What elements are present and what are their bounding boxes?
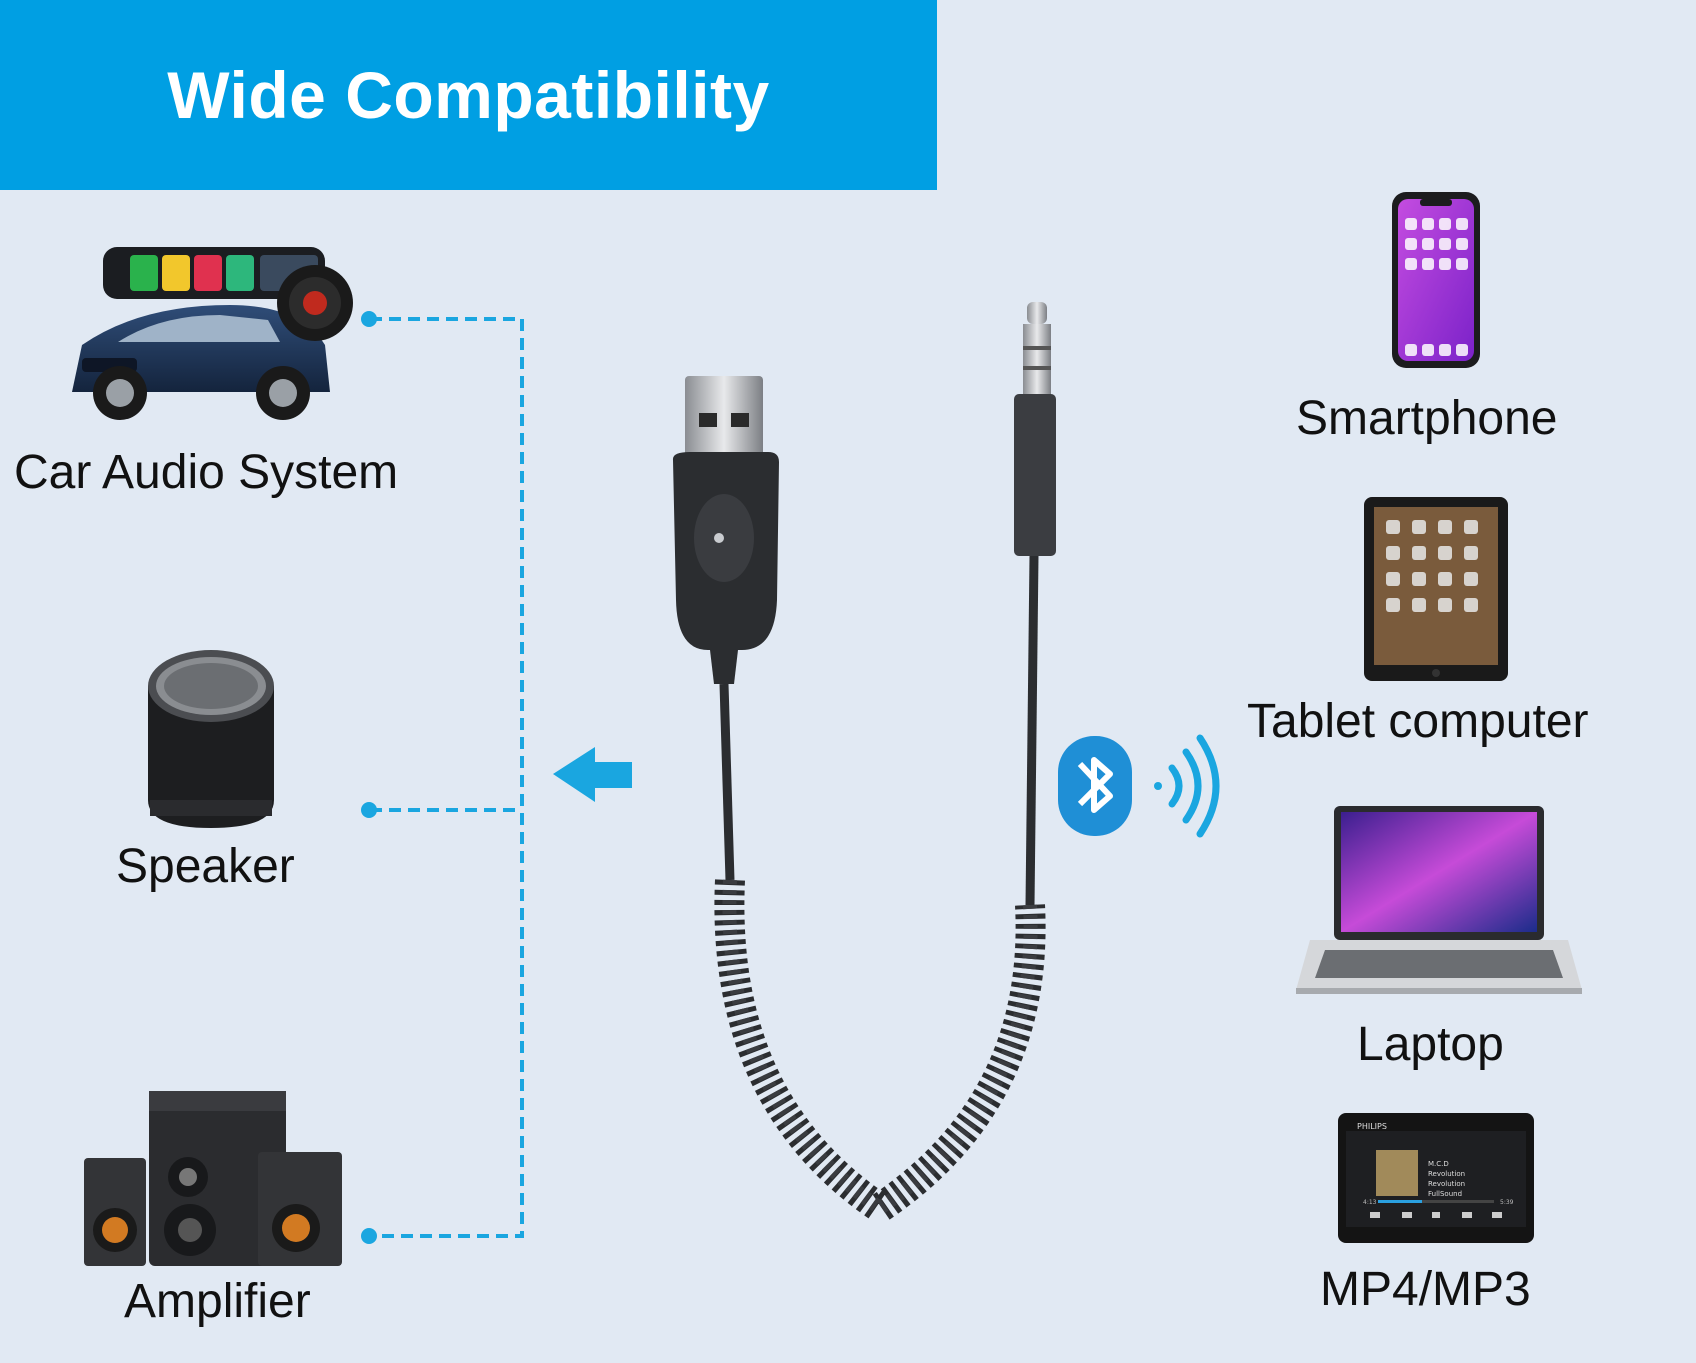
label-speaker: Speaker: [116, 840, 295, 893]
connector-dot-amplifier: [361, 1228, 377, 1244]
laptop-icon: [1296, 806, 1582, 994]
connector-dot-car: [361, 311, 377, 327]
label-laptop: Laptop: [1357, 1018, 1504, 1071]
speaker-icon: [148, 650, 274, 828]
player-track-2: Revolution: [1428, 1170, 1465, 1178]
usb-aux-adapter: [672, 302, 1056, 1227]
tablet-icon: [1364, 497, 1508, 681]
player-track-3: Revolution: [1428, 1180, 1465, 1188]
label-car-audio: Car Audio System: [14, 446, 398, 499]
connector-lines: [370, 317, 524, 1238]
amplifier-icon: [84, 1091, 342, 1266]
player-track-1: M.C.D: [1428, 1160, 1449, 1168]
banner-title: Wide Compatibility: [167, 58, 770, 132]
player-brand: PHILIPS: [1357, 1122, 1387, 1131]
player-time-start: 4:13: [1363, 1199, 1377, 1206]
player-track-4: FullSound: [1428, 1190, 1462, 1198]
player-time-end: 5:39: [1500, 1199, 1514, 1206]
car-audio-icon: [72, 247, 353, 420]
smartphone-icon: [1392, 192, 1480, 368]
wireless-signal-icon: [1154, 734, 1220, 838]
label-tablet: Tablet computer: [1247, 695, 1589, 748]
mp3-player-icon: PHILIPS M.C.D Revolution Revolution Full…: [1338, 1113, 1534, 1243]
bluetooth-icon: [1058, 736, 1132, 836]
label-mp3: MP4/MP3: [1320, 1263, 1531, 1316]
label-smartphone: Smartphone: [1296, 392, 1558, 445]
arrow-left-icon: [553, 747, 632, 802]
connector-dot-speaker: [361, 802, 377, 818]
title-banner: Wide Compatibility: [0, 0, 937, 190]
label-amplifier: Amplifier: [124, 1275, 311, 1328]
